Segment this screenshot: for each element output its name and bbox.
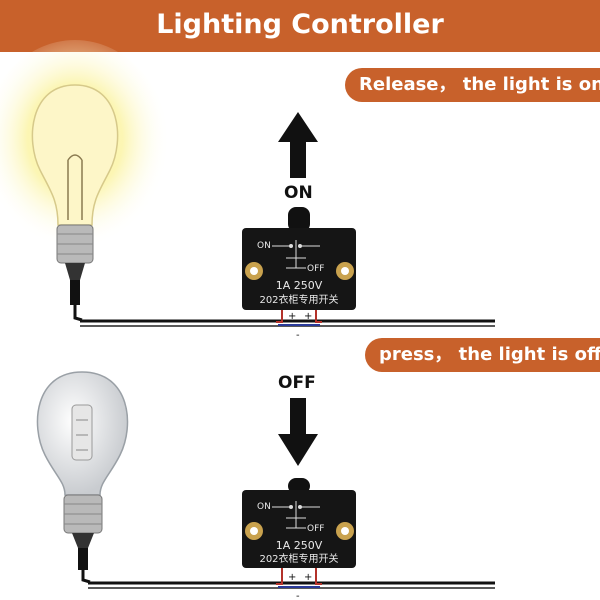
switch-on-label: ON	[257, 241, 271, 251]
micro-switch[interactable]: ON OFF 1A 250V 202衣柜专用开关 + + -	[242, 207, 356, 341]
page-title: Lighting Controller	[0, 0, 600, 52]
minus-label: -	[296, 330, 300, 341]
caption-light-off: press， the light is off	[365, 338, 600, 372]
switch-model: 202衣柜专用开关	[259, 293, 338, 306]
switch-rating: 1A 250V	[276, 539, 323, 552]
switch-off-label: OFF	[307, 264, 324, 274]
switch-rating: 1A 250V	[276, 279, 323, 292]
arrow-up-icon	[278, 112, 318, 178]
minus-label: -	[296, 591, 300, 600]
on-direction-label: ON	[284, 183, 313, 203]
light-bulb-unlit-icon	[36, 371, 129, 584]
off-direction-label: OFF	[278, 373, 316, 393]
plus-label: +	[304, 572, 312, 583]
plus-label: +	[304, 311, 312, 322]
micro-switch-pressed[interactable]: ON OFF 1A 250V 202衣柜专用开关 + + -	[242, 478, 356, 600]
switch-on-label: ON	[257, 502, 271, 512]
switch-model: 202衣柜专用开关	[259, 552, 338, 565]
light-bulb-lit-icon	[0, 40, 170, 322]
plus-label: +	[288, 311, 296, 322]
arrow-down-icon	[278, 398, 318, 466]
caption-light-on: Release， the light is on	[345, 68, 600, 102]
switch-off-label: OFF	[307, 524, 324, 534]
plus-label: +	[288, 572, 296, 583]
